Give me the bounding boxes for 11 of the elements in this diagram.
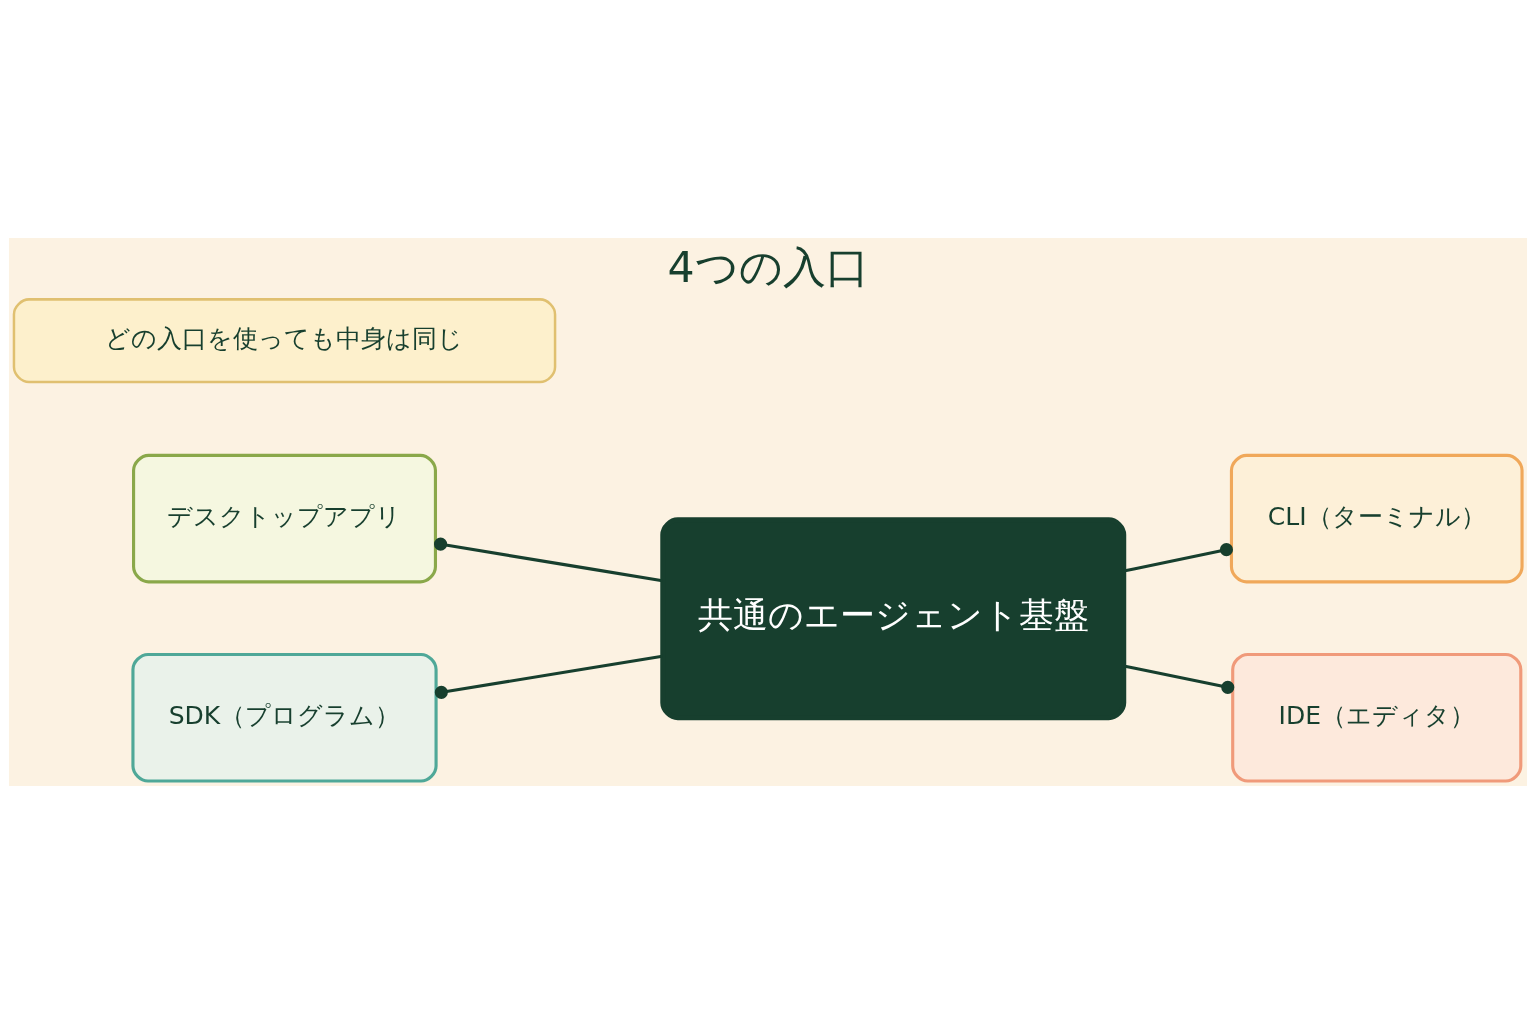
connector	[1123, 543, 1233, 573]
connector	[1123, 664, 1235, 694]
node-box: IDE（エディタ）	[1231, 652, 1523, 783]
node-box: 共通のエージェント基盤	[660, 517, 1127, 721]
connector	[434, 537, 663, 583]
diagram-title: 4つの入口	[667, 242, 869, 293]
node-box: どの入口を使っても中身は同じ	[12, 298, 557, 384]
connector	[434, 654, 663, 699]
node-box: SDK（プログラム）	[131, 652, 438, 783]
node-box: デスクトップアプリ	[132, 453, 437, 584]
node-box: CLI（ターミナル）	[1229, 453, 1524, 584]
